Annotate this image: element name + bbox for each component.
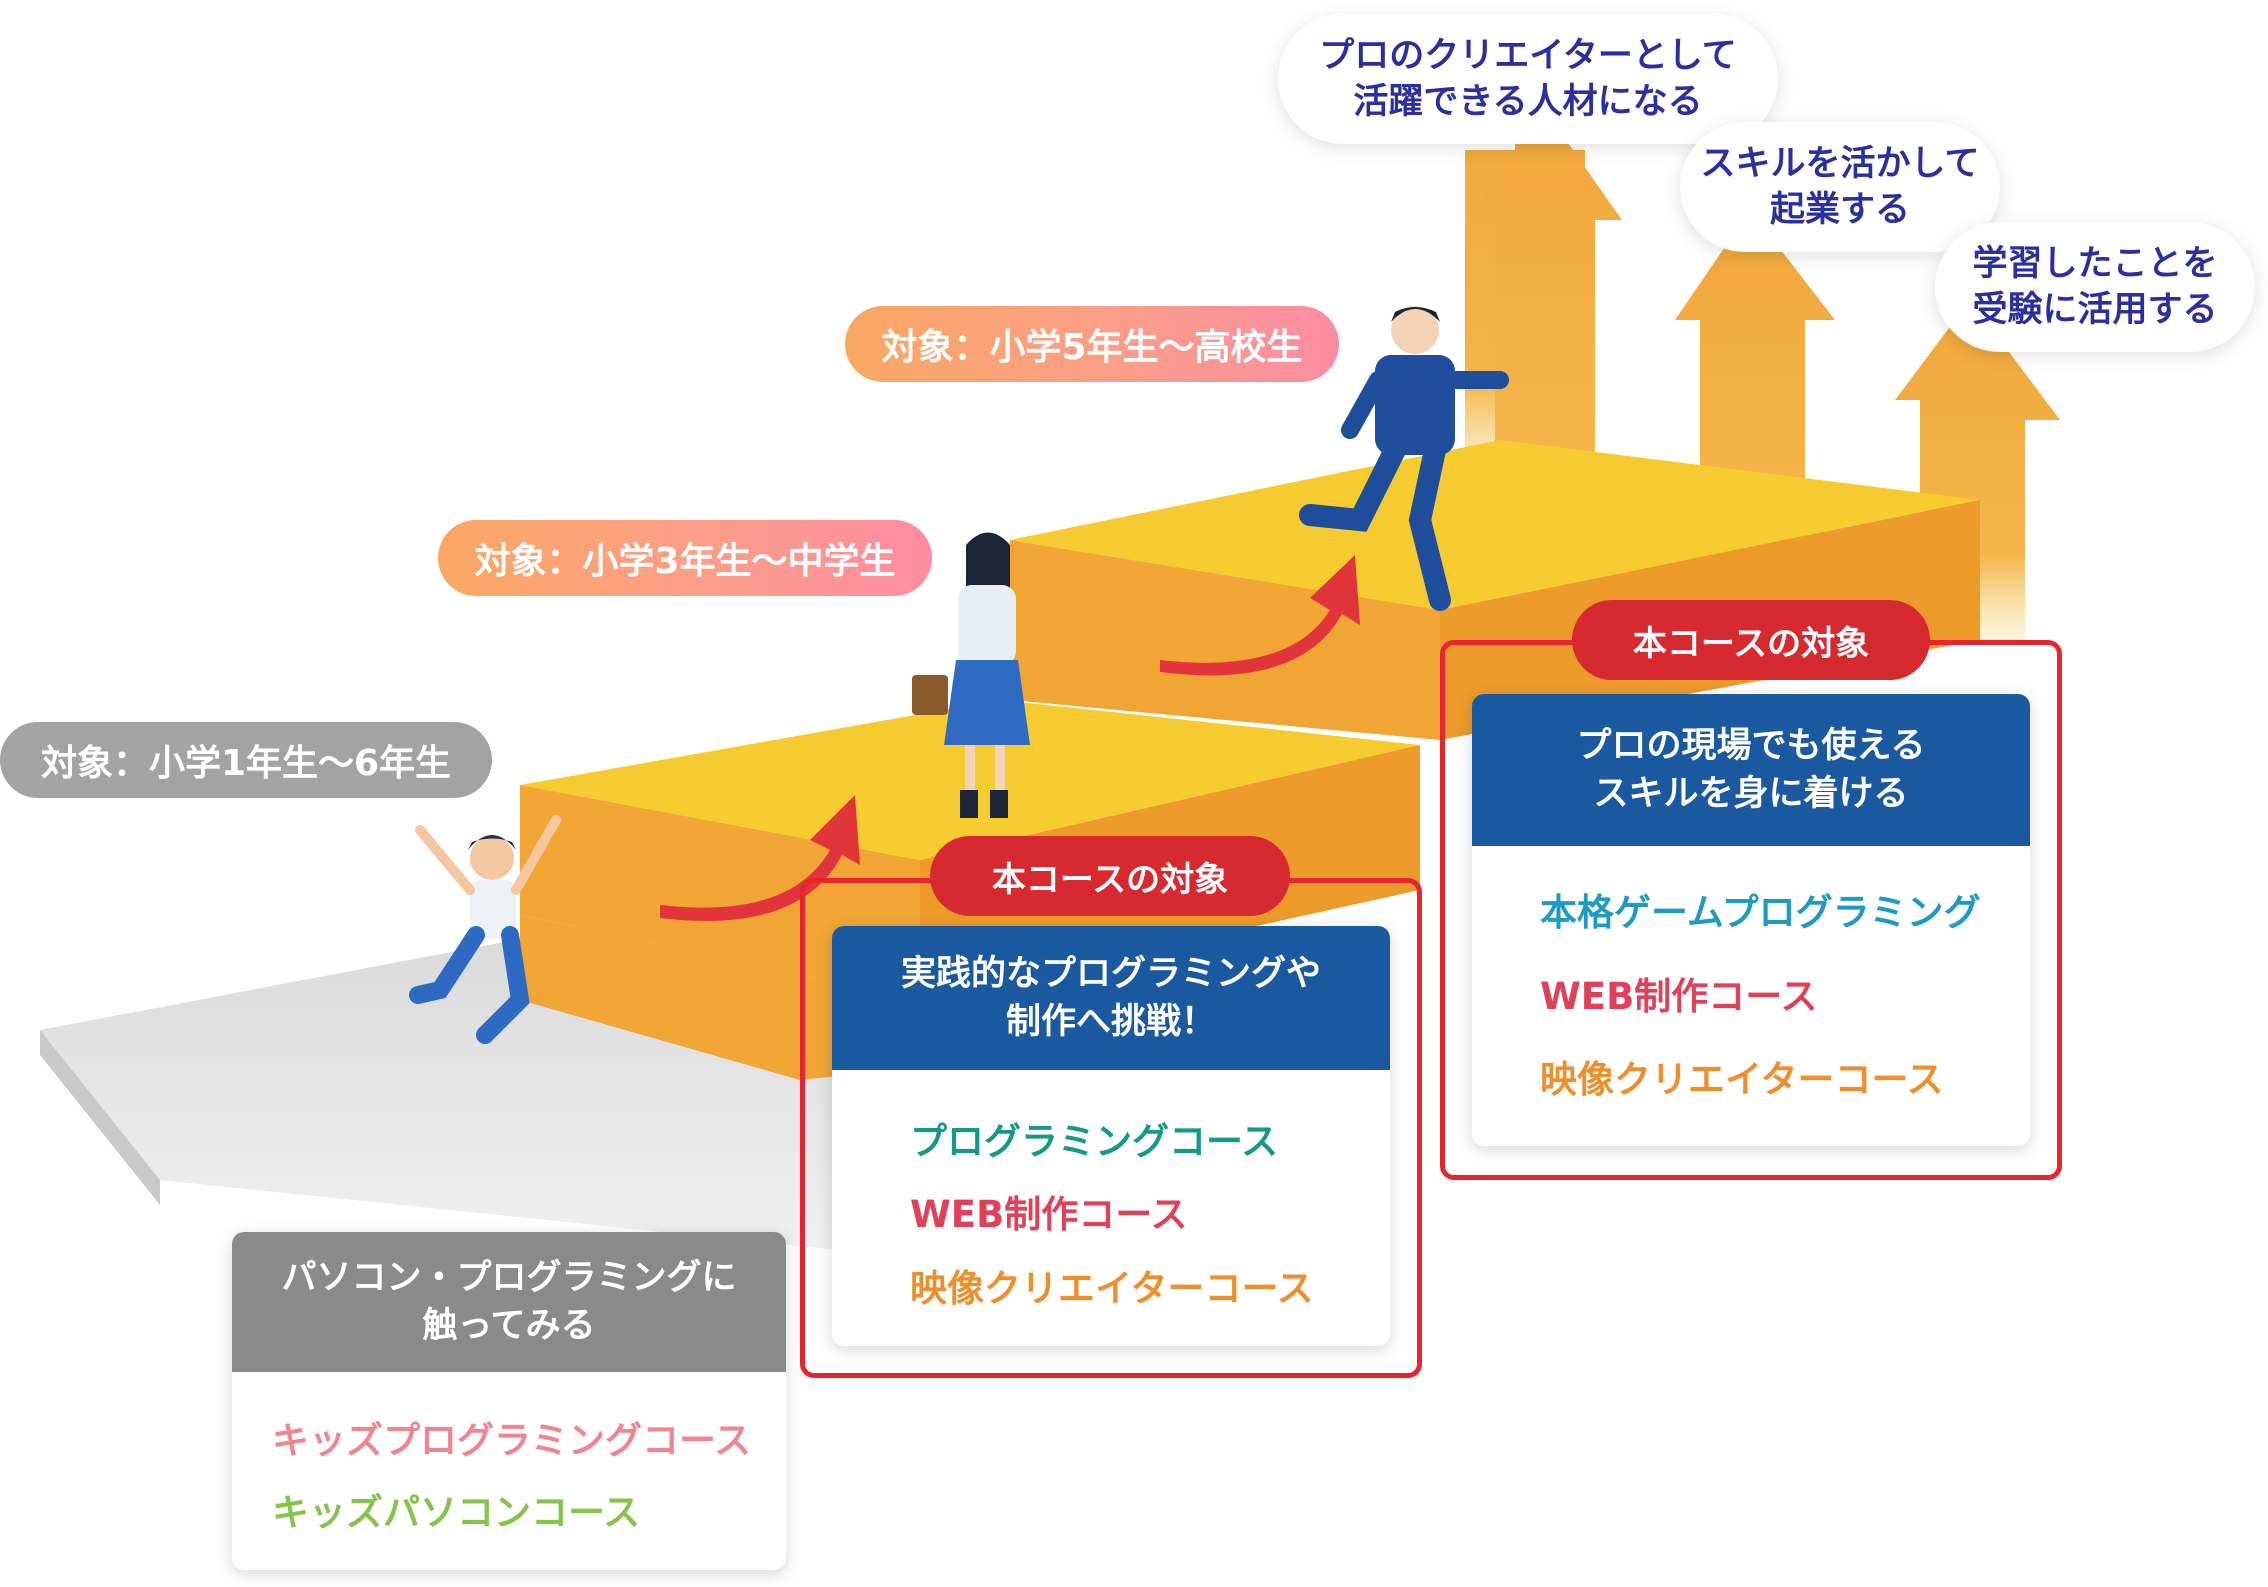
course-link-kids-programming[interactable]: キッズプログラミングコース bbox=[272, 1419, 752, 1462]
target-pill-step3: 対象：小学5年生〜高校生 bbox=[845, 306, 1339, 382]
course-link-programming[interactable]: プログラミングコース bbox=[910, 1120, 1279, 1163]
card-heading-line: 触ってみる bbox=[422, 1306, 596, 1346]
goal-bubble-pro-creator: プロのクリエイターとして 活躍できる人材になる bbox=[1278, 14, 1778, 144]
girl-figure bbox=[912, 532, 1030, 818]
goal-bubble-line: 学習したことを bbox=[1972, 244, 2218, 284]
goal-bubble-line: スキルを活かして bbox=[1700, 144, 1980, 184]
course-link-video[interactable]: 映像クリエイターコース bbox=[910, 1267, 1314, 1310]
card-heading: 実践的なプログラミングや 制作へ挑戦！ bbox=[832, 926, 1390, 1070]
goal-bubble-exam: 学習したことを 受験に活用する bbox=[1935, 222, 2255, 352]
card-heading: パソコン・プログラミングに 触ってみる bbox=[232, 1232, 786, 1372]
course-link-video[interactable]: 映像クリエイターコース bbox=[1540, 1058, 1944, 1101]
course-link-kids-pc[interactable]: キッズパソコンコース bbox=[272, 1491, 641, 1534]
course-tag-step3: 本コースの対象 bbox=[1572, 600, 1930, 680]
businessman-figure bbox=[1299, 306, 1509, 611]
card-heading-line: 制作へ挑戦！ bbox=[1005, 1002, 1216, 1042]
course-card-step1: パソコン・プログラミングに 触ってみる キッズプログラミングコース キッズパソコ… bbox=[232, 1232, 786, 1570]
card-heading-line: パソコン・プログラミングに bbox=[281, 1258, 737, 1298]
course-tag-step2: 本コースの対象 bbox=[930, 836, 1290, 916]
card-heading-line: プロの現場でも使える bbox=[1576, 726, 1926, 766]
card-heading-line: 実践的なプログラミングや bbox=[900, 954, 1321, 994]
card-heading: プロの現場でも使える スキルを身に着ける bbox=[1472, 694, 2030, 846]
curved-arrow-2 bbox=[1160, 555, 1360, 676]
course-card-step3: プロの現場でも使える スキルを身に着ける 本格ゲームプログラミング WEB制作コ… bbox=[1472, 694, 2030, 1146]
target-pill-step2: 対象：小学3年生〜中学生 bbox=[438, 520, 932, 596]
target-pill-step1: 対象：小学1年生〜6年生 bbox=[0, 722, 492, 798]
goal-bubble-line: 起業する bbox=[1769, 190, 1910, 230]
goal-bubble-startup: スキルを活かして 起業する bbox=[1680, 122, 2000, 252]
course-card-step2: 実践的なプログラミングや 制作へ挑戦！ プログラミングコース WEB制作コース … bbox=[832, 926, 1390, 1346]
goal-bubble-line: 活躍できる人材になる bbox=[1353, 82, 1703, 122]
goal-bubble-line: 受験に活用する bbox=[1972, 290, 2218, 330]
course-link-web[interactable]: WEB制作コース bbox=[1540, 975, 1818, 1018]
course-link-web[interactable]: WEB制作コース bbox=[910, 1193, 1188, 1236]
course-link-game-programming[interactable]: 本格ゲームプログラミング bbox=[1540, 891, 1981, 934]
goal-bubble-line: プロのクリエイターとして bbox=[1319, 36, 1737, 76]
boy-figure bbox=[409, 815, 561, 1044]
card-heading-line: スキルを身に着ける bbox=[1593, 774, 1909, 814]
